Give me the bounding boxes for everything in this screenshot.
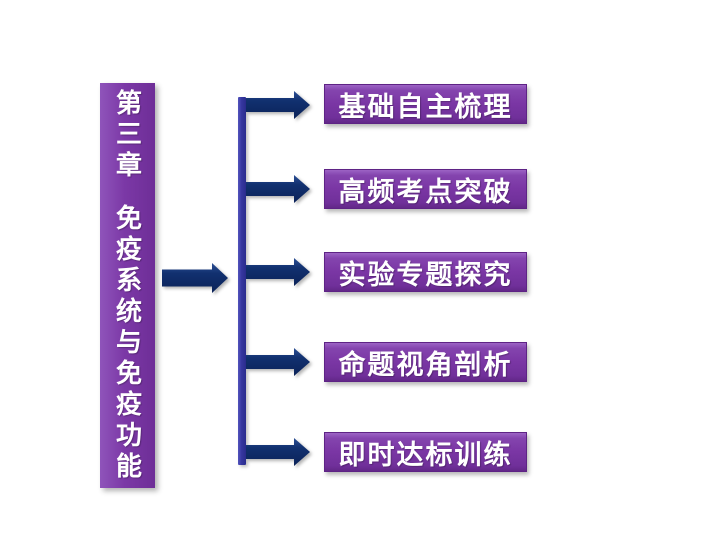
topic-box-label: 实验专题探究 bbox=[338, 259, 513, 290]
branch-arrow-3 bbox=[246, 258, 310, 286]
main-arrow bbox=[162, 263, 228, 293]
topic-box-label: 高频考点突破 bbox=[338, 176, 513, 207]
chapter-title-bar: 第三章 免疫系统与免疫功能 bbox=[100, 83, 155, 488]
branch-arrow-1 bbox=[246, 91, 310, 119]
chapter-title: 免疫系统与免疫功能 bbox=[112, 203, 143, 483]
topic-box-3: 实验专题探究 bbox=[324, 252, 527, 292]
topic-box-label: 命题视角剖析 bbox=[338, 349, 513, 380]
branch-arrow-2 bbox=[246, 175, 310, 203]
branch-arrow-5 bbox=[246, 438, 310, 466]
topic-box-label: 即时达标训练 bbox=[338, 439, 513, 470]
topic-box-5: 即时达标训练 bbox=[324, 432, 527, 472]
chapter-number: 第三章 bbox=[112, 88, 143, 182]
topic-box-4: 命题视角剖析 bbox=[324, 342, 527, 382]
topic-box-2: 高频考点突破 bbox=[324, 169, 527, 209]
topic-box-label: 基础自主梳理 bbox=[338, 91, 513, 122]
topic-box-1: 基础自主梳理 bbox=[324, 84, 527, 124]
connector-trunk-line bbox=[238, 97, 246, 465]
branch-arrow-4 bbox=[246, 348, 310, 376]
